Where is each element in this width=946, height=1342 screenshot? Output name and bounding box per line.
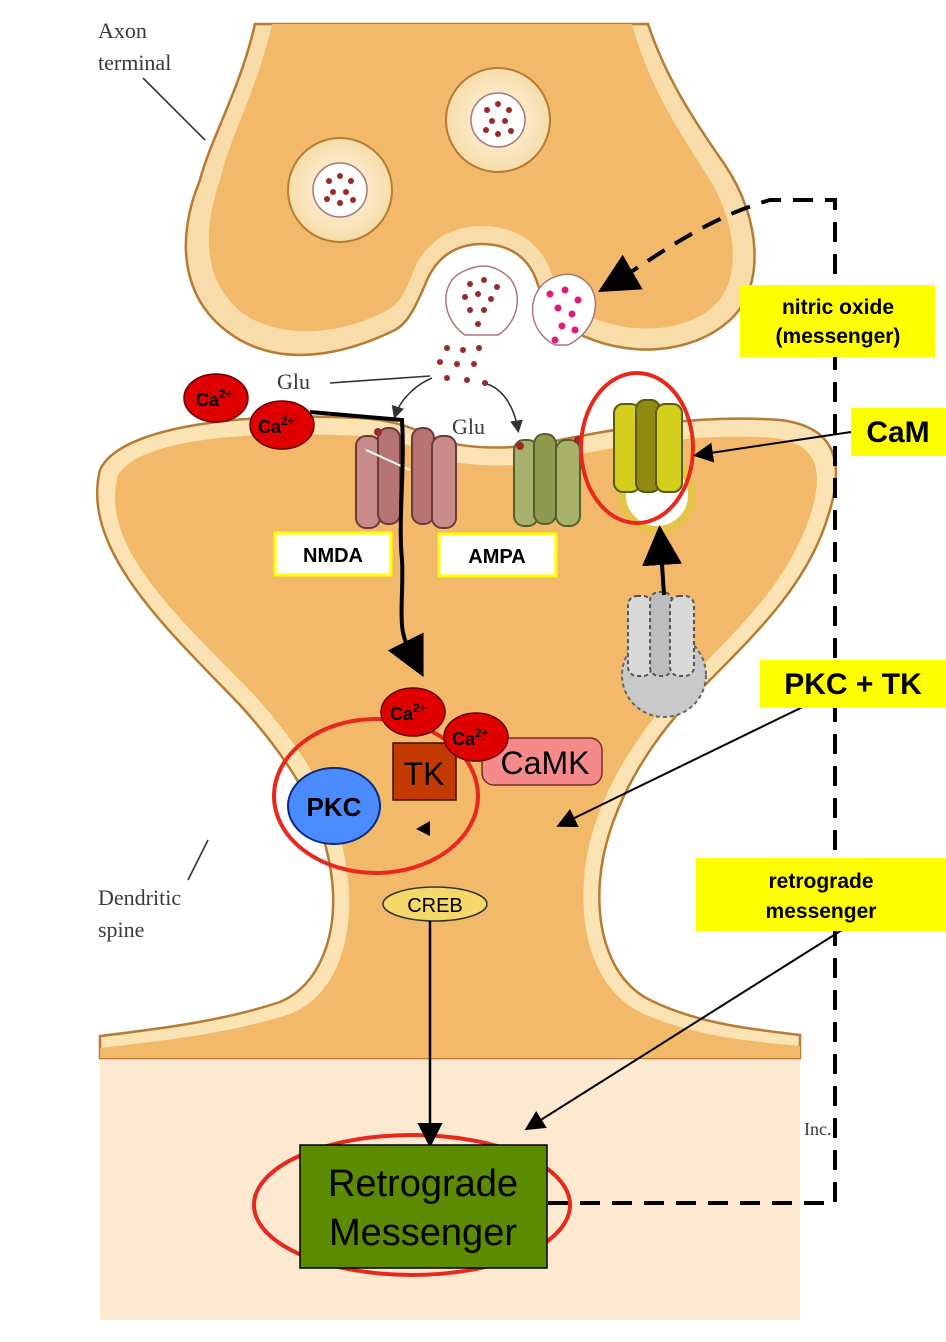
svg-text:PKC + TK: PKC + TK: [784, 668, 922, 701]
svg-text:messenger: messenger: [766, 900, 877, 923]
internal-receptor: [621, 591, 707, 718]
insertion-arrow: [642, 525, 683, 596]
svg-text:Ca2+: Ca2+: [452, 726, 489, 749]
glu-label-2: Glu: [452, 414, 485, 439]
cam-callout-arrow: [693, 431, 852, 463]
retrograde-callout: retrograde messenger: [696, 858, 946, 931]
calcium-ion-3: Ca2+: [380, 687, 446, 737]
pkc-node: PKC: [287, 767, 381, 845]
cam-callout: CaM: [851, 408, 946, 456]
fusing-vesicle: [445, 265, 518, 336]
calcium-path-arrow: [309, 410, 424, 678]
retrograde-highlight-circle: [252, 1133, 572, 1277]
svg-text:Retrograde: Retrograde: [328, 1163, 518, 1205]
glu-label-1: Glu: [277, 369, 310, 394]
svg-text:nitric oxide: nitric oxide: [782, 296, 894, 319]
dendritic-label-1: Dendritic: [98, 885, 181, 910]
svg-text:Ca2+: Ca2+: [390, 701, 427, 724]
axon-terminal: [184, 22, 756, 357]
svg-text:CREB: CREB: [407, 895, 463, 917]
axon-label-2: terminal: [98, 50, 171, 75]
receptor-highlight-circle: [579, 371, 695, 525]
nmda-receptor: [355, 427, 457, 529]
retrograde-messenger-box: Retrograde Messenger: [299, 1144, 548, 1269]
nitric-oxide-vesicle: [531, 273, 597, 346]
ampa-receptor: [513, 433, 582, 527]
inc-label: Inc.: [804, 1119, 831, 1139]
svg-text:CaM: CaM: [866, 416, 929, 449]
retrograde-callout-arrow: [524, 929, 843, 1131]
svg-text:Messenger: Messenger: [329, 1212, 517, 1254]
camk-box: CaMK: [481, 737, 603, 786]
svg-text:AMPA: AMPA: [468, 546, 525, 568]
svg-text:Ca2+: Ca2+: [258, 414, 295, 437]
nitric-oxide-callout: nitric oxide (messenger): [740, 285, 935, 357]
creb-node: CREB: [382, 886, 488, 922]
dendritic-label-2: spine: [98, 917, 144, 942]
nmda-label: NMDA: [273, 531, 393, 577]
svg-text:PKC: PKC: [307, 792, 362, 822]
svg-text:(messenger): (messenger): [776, 325, 901, 348]
kinase-highlight-circle: [272, 717, 480, 875]
vesicle-2: [445, 67, 551, 173]
feedback-dashed-line: [548, 198, 837, 1205]
svg-text:NMDA: NMDA: [303, 545, 363, 567]
leader-lines: [142, 77, 523, 881]
calcium-ion-4: Ca2+: [443, 712, 509, 762]
vesicle-1: [287, 137, 393, 243]
calcium-ion-1: Ca2+: [183, 373, 249, 423]
pkc-tk-callout: PKC + TK: [760, 660, 946, 708]
svg-text:retrograde: retrograde: [768, 870, 873, 893]
axon-label-1: Axon: [98, 18, 147, 43]
small-triangle-icon: [416, 821, 430, 836]
calcium-ion-2: Ca2+: [249, 400, 315, 450]
svg-text:TK: TK: [404, 756, 445, 792]
svg-text:CaMK: CaMK: [501, 745, 590, 781]
tk-box: TK: [392, 742, 457, 801]
svg-text:Ca2+: Ca2+: [196, 387, 233, 410]
inserted-receptor: [613, 399, 696, 534]
glutamate-molecules: [437, 345, 488, 386]
ampa-label: AMPA: [437, 532, 558, 578]
